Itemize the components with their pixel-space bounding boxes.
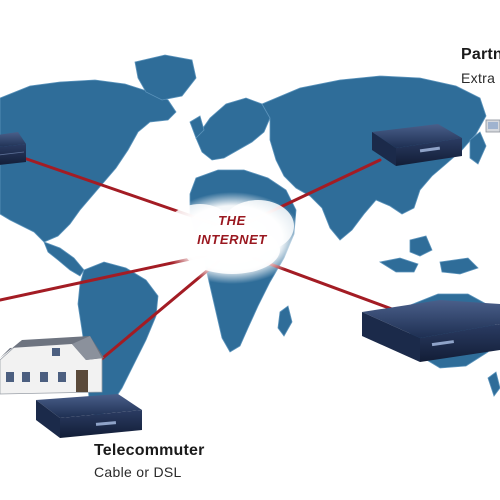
telecommuter-sublabel: Cable or DSL <box>94 464 182 480</box>
island-uk <box>189 115 205 139</box>
router-partner <box>372 124 462 166</box>
island-madagascar <box>277 305 293 337</box>
partner-sublabel: Extra <box>461 70 496 86</box>
island-new-zealand <box>487 371 500 397</box>
island-japan <box>469 131 487 165</box>
island-indonesia <box>378 257 419 273</box>
continent-greenland <box>134 54 197 101</box>
continent-asia <box>261 75 487 241</box>
server-device <box>362 300 500 362</box>
continent-europe <box>195 97 271 161</box>
continent-north-america <box>0 79 177 243</box>
router-telecommuter <box>36 394 142 438</box>
partner-label: Partn <box>461 46 500 63</box>
internet-cloud <box>160 192 304 284</box>
telecommuter-label: Telecommuter <box>94 442 205 459</box>
house-icon <box>0 336 104 395</box>
island-new-guinea <box>439 257 479 275</box>
island-borneo <box>409 235 433 257</box>
partner-workstation-icon <box>485 119 500 133</box>
internet-label-line2: INTERNET <box>197 232 267 247</box>
router-northwest <box>0 132 26 165</box>
continent-central-america <box>43 241 85 277</box>
internet-label-line1: THE <box>218 213 246 228</box>
